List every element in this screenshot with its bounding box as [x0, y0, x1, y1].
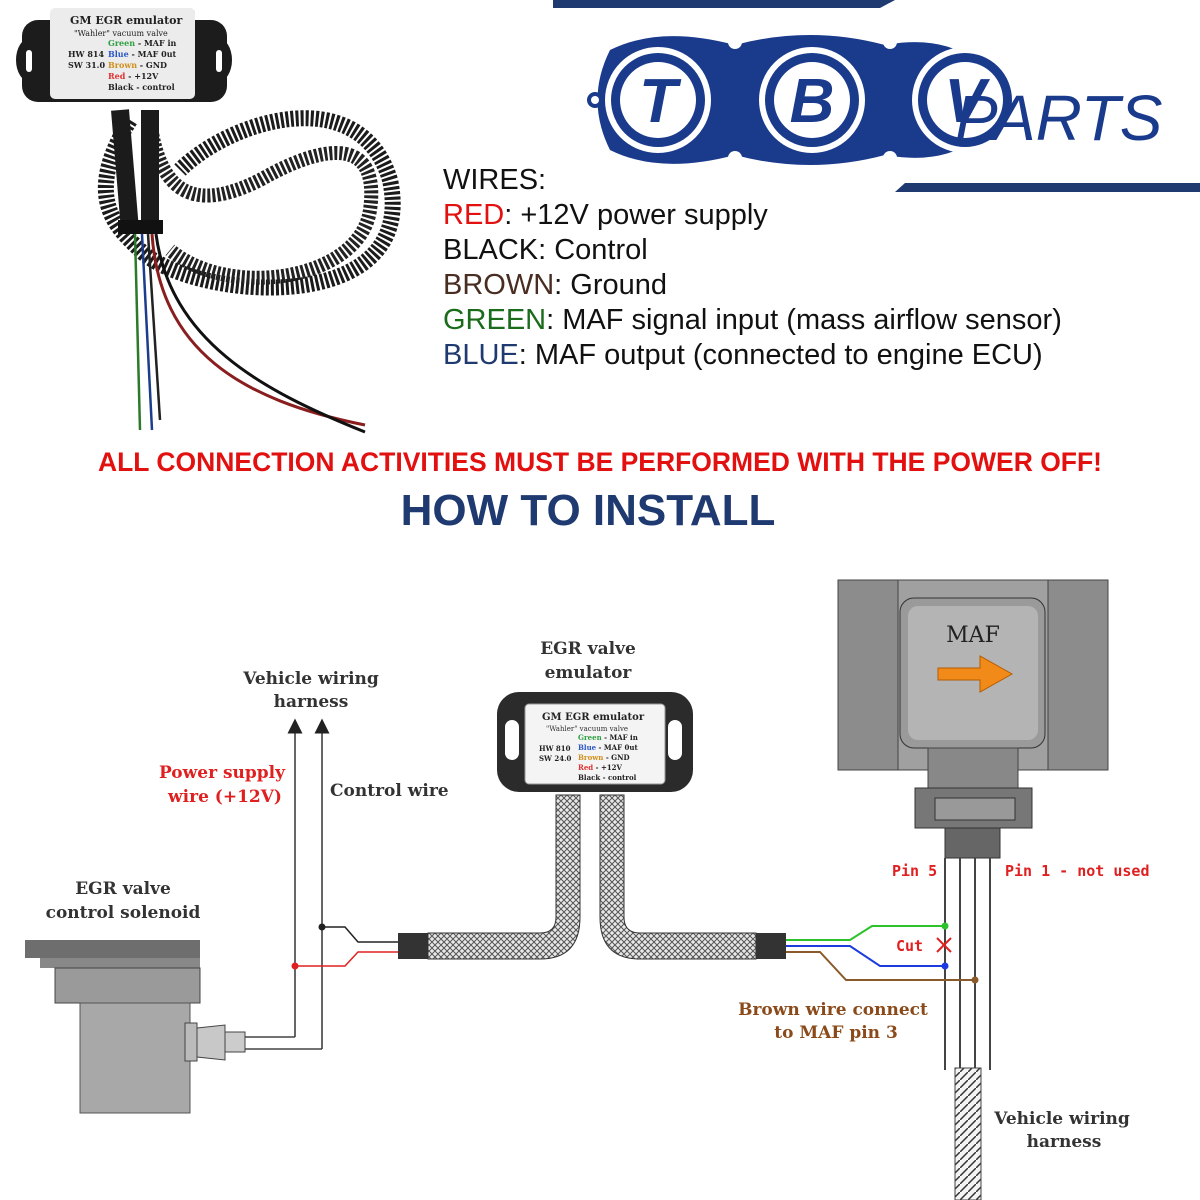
airflow-arrow-icon [937, 655, 1014, 693]
emulator-title-line2: emulator [545, 663, 633, 683]
legend-color: Green [578, 733, 602, 742]
wire-color-name: BLACK [443, 234, 539, 266]
solenoid-line1: EGR valve [75, 879, 171, 899]
pin1-label: Pin 1 - not used [1005, 862, 1150, 880]
legend-color: Black [578, 773, 600, 782]
legend-color: Blue [578, 743, 597, 752]
wire-description: : MAF signal input (mass airflow sensor) [546, 304, 1062, 336]
legend-row-red: Red - +12V [108, 71, 159, 81]
cut-label: Cut [896, 937, 923, 955]
emulator-box: GM EGR emulator "Wahler" vacuum valve HW… [497, 692, 693, 792]
legend-desc: - MAF in [602, 733, 638, 742]
logo-letter-v: V [944, 67, 990, 136]
legend-color: Red [578, 763, 593, 772]
brown-junction-dot [971, 976, 979, 984]
maf-label: MAF [946, 623, 1000, 648]
how-to-install-title: HOW TO INSTALL [400, 486, 776, 535]
emulator-box-title: GM EGR emulator [542, 712, 645, 723]
photo-hw: HW 814 [68, 49, 104, 59]
wire-color-name: BROWN [443, 269, 555, 301]
emulator-box-hw: HW 810 [539, 744, 571, 753]
blue-junction-dot [941, 962, 949, 970]
power-supply-line2: wire (+12V) [167, 787, 282, 807]
legend-desc: - MAF 0ut [129, 49, 177, 59]
wire-description: : Control [538, 234, 648, 266]
emulator-box-subtitle: "Wahler" vacuum valve [546, 725, 628, 733]
photo-sw: SW 31.0 [68, 60, 105, 70]
legend-row-black: Black - control [578, 773, 637, 782]
brand-logo: T B V PARTS [553, 0, 1200, 192]
legend-row-brown: Brown - GND [578, 753, 630, 762]
pin5-label: Pin 5 [892, 862, 937, 880]
wire-item-black: BLACK: Control [443, 233, 1062, 268]
maf-sensor: MAF [837, 579, 1109, 1200]
logo-suffix: PARTS [955, 82, 1162, 154]
wires-title: WIRES: [443, 164, 547, 196]
power-supply-line1: Power supply [159, 763, 286, 783]
power-off-warning: ALL CONNECTION ACTIVITIES MUST BE PERFOR… [97, 447, 1103, 477]
control-wire-label: Control wire [330, 781, 449, 801]
legend-color: Green [108, 38, 135, 48]
legend-color: Red [108, 71, 126, 81]
legend-color: Brown [578, 753, 603, 762]
wire-item-red: RED: +12V power supply [443, 198, 1062, 233]
maf-wires [786, 922, 979, 984]
product-photo: GM EGR emulator "Wahler" vacuum valve HW… [16, 8, 401, 434]
legend-desc: - control [600, 773, 636, 782]
legend-desc: - GND [603, 753, 629, 762]
harness-bottom-line2: harness [1027, 1132, 1102, 1152]
photo-device-title: GM EGR emulator [70, 14, 183, 27]
wire-description: : Ground [554, 269, 668, 301]
harness-top-line1: Vehicle wiring [242, 669, 379, 689]
emulator-title-line1: EGR valve [540, 639, 636, 659]
legend-row-green: Green - MAF in [578, 733, 638, 742]
legend-row-brown: Brown - GND [108, 60, 167, 70]
emulator-cables [398, 794, 786, 960]
wire-color-name: RED [443, 199, 505, 231]
legend-desc: - control [133, 82, 174, 92]
harness-bottom-line1: Vehicle wiring [993, 1109, 1130, 1129]
cut-x-icon [936, 937, 952, 953]
brown-note-line1: Brown wire connect [738, 1000, 928, 1020]
wire-item-brown: BROWN: Ground [443, 268, 1062, 303]
green-junction-dot [941, 922, 949, 930]
emulator-box-sw: SW 24.0 [539, 754, 572, 763]
legend-row-black: Black - control [108, 82, 175, 92]
wire-item-blue: BLUE: MAF output (connected to engine EC… [443, 338, 1062, 373]
egr-solenoid [25, 940, 246, 1114]
photo-device-subtitle: "Wahler" vacuum valve [74, 29, 168, 38]
solenoid-line2: control solenoid [46, 903, 201, 923]
wire-description: : MAF output (connected to engine ECU) [518, 339, 1043, 371]
legend-color: Blue [108, 49, 129, 59]
logo-letter-b: B [790, 67, 835, 136]
wire-item-green: GREEN: MAF signal input (mass airflow se… [443, 303, 1062, 338]
legend-desc: - +12V [125, 71, 159, 81]
legend-desc: - GND [137, 60, 167, 70]
legend-row-blue: Blue - MAF 0ut [578, 743, 638, 752]
legend-row-blue: Blue - MAF 0ut [108, 49, 177, 59]
harness-top-line2: harness [274, 692, 349, 712]
legend-color: Brown [108, 60, 137, 70]
wire-color-name: BLUE [443, 339, 519, 371]
legend-row-green: Green - MAF in [108, 38, 177, 48]
legend-color: Black [108, 82, 134, 92]
installation-diagram: GM EGR emulator "Wahler" vacuum valve HW… [25, 579, 1150, 1200]
wire-color-name: GREEN [443, 304, 547, 336]
legend-desc: - MAF in [135, 38, 176, 48]
brown-note-line2: to MAF pin 3 [774, 1023, 898, 1043]
logo-letter-t: T [639, 67, 682, 136]
vehicle-wires-left [245, 718, 400, 1050]
legend-row-red: Red - +12V [578, 763, 623, 772]
wire-description: : +12V power supply [504, 199, 768, 231]
legend-desc: - MAF 0ut [596, 743, 638, 752]
legend-desc: - +12V [593, 763, 622, 772]
